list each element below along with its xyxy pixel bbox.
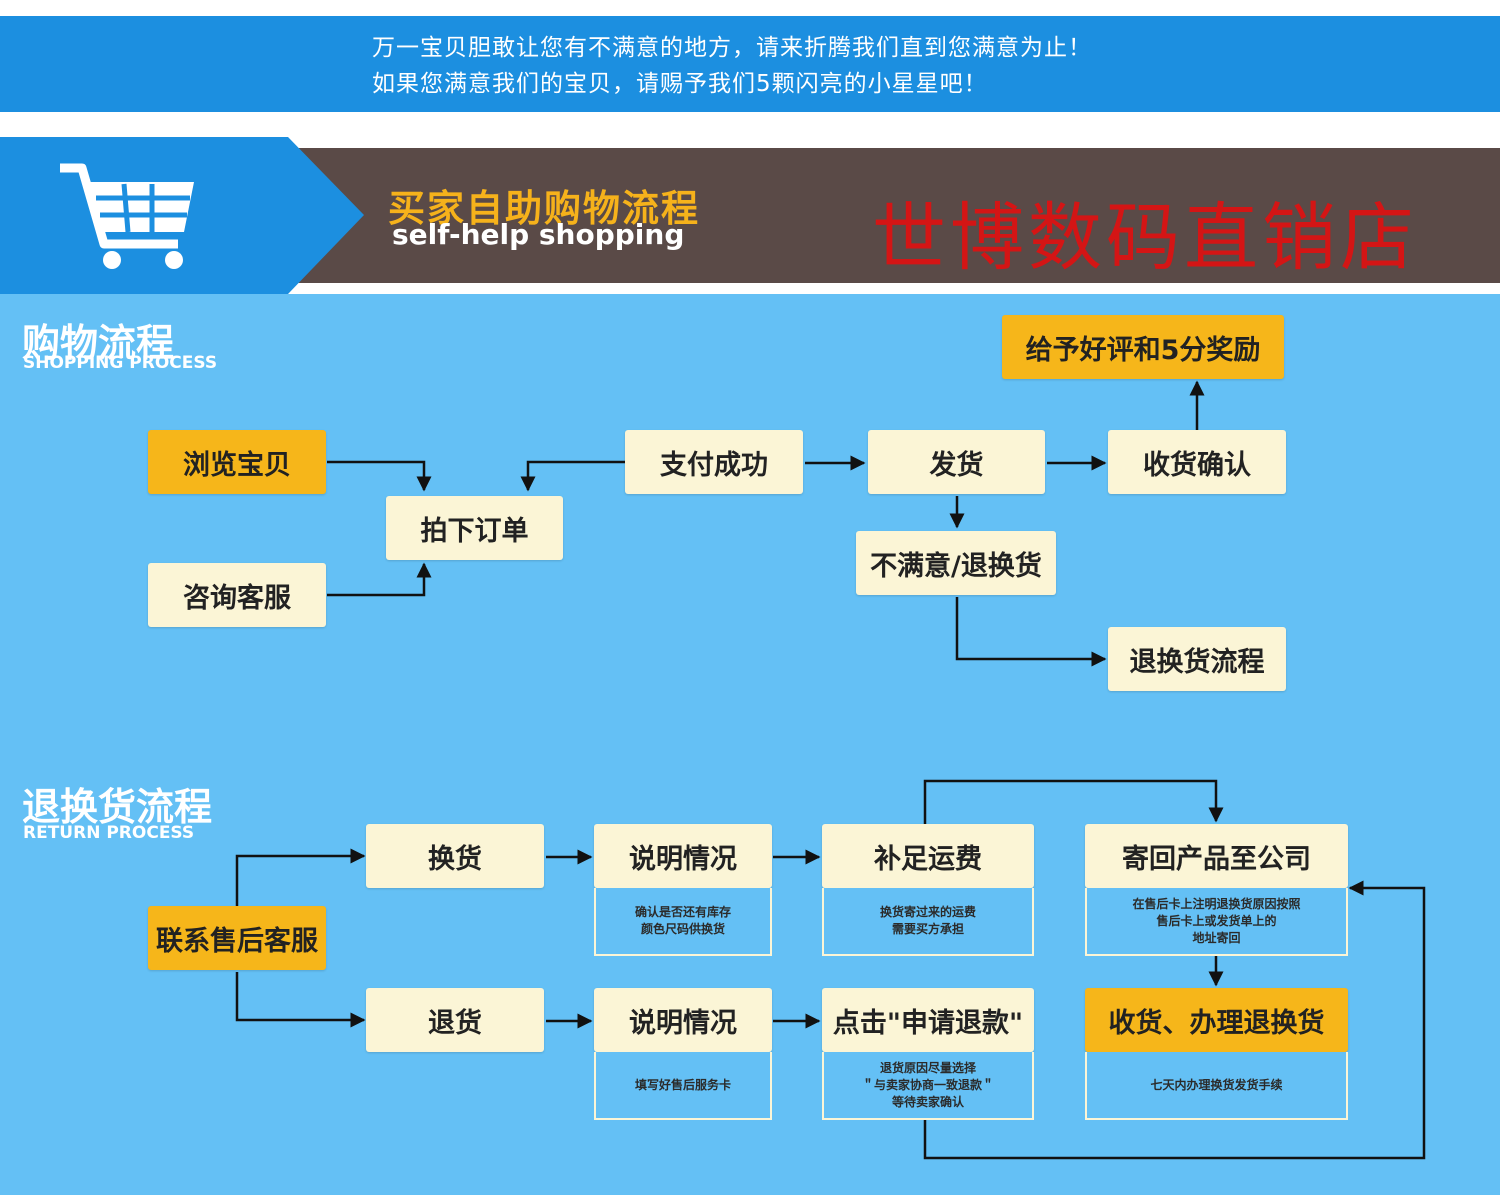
arrow-apply-sendback — [923, 880, 1426, 1160]
notice-bar: 万一宝贝胆敢让您有不满意的地方，请来折腾我们直到您满意为止！ 如果您满意我们的宝… — [0, 16, 1500, 112]
return-process-subtitle: RETURN PROCESS — [23, 823, 195, 843]
shopping-process-subtitle: SHOPPING PROCESS — [23, 353, 218, 373]
note-explain-refund: 填写好售后服务卡 — [594, 1052, 772, 1120]
node-contact-service: 联系售后客服 — [148, 906, 326, 970]
arrow-contact-exchange — [235, 848, 366, 906]
node-refund: 退货 — [366, 988, 544, 1052]
node-receive-process: 收货、办理退换货 — [1085, 988, 1348, 1052]
arrow-contact-refund — [235, 972, 366, 1028]
node-return-flow: 退换货流程 — [1108, 627, 1286, 691]
note-explain-exchange: 确认是否还有库存 颜色尺码供换货 — [594, 888, 772, 956]
arrow-pay-order — [520, 460, 625, 492]
node-explain-exchange: 说明情况 — [594, 824, 772, 888]
node-exchange: 换货 — [366, 824, 544, 888]
shopping-cart-icon — [60, 163, 194, 269]
node-ship: 发货 — [868, 430, 1045, 494]
arrow-browse-order — [327, 460, 432, 492]
notice-line-2: 如果您满意我们的宝贝，请赐予我们5颗闪亮的小星星吧！ — [372, 71, 988, 97]
node-unsatisfied: 不满意/退换货 — [856, 531, 1056, 595]
node-order: 拍下订单 — [386, 496, 563, 560]
notice-line-1: 万一宝贝胆敢让您有不满意的地方，请来折腾我们直到您满意为止！ — [372, 35, 1092, 61]
header-title: 买家自助购物流程 — [388, 187, 700, 230]
note-apply-refund: 退货原因尽量选择 ＂与卖家协商一致退款＂ 等待卖家确认 — [822, 1052, 1034, 1120]
header-subtitle: self-help shopping — [392, 218, 685, 251]
node-browse: 浏览宝贝 — [148, 430, 326, 494]
node-consult: 咨询客服 — [148, 563, 326, 627]
return-process-title: 退换货流程 — [22, 785, 213, 829]
node-apply-refund: 点击"申请退款" — [822, 988, 1034, 1052]
node-send-back: 寄回产品至公司 — [1085, 824, 1348, 888]
note-send-back: 在售后卡上注明退换货原因按照 售后卡上或发货单上的 地址寄回 — [1085, 888, 1348, 956]
node-confirm: 收货确认 — [1108, 430, 1286, 494]
arrow-consult-order — [327, 562, 432, 597]
arrow-fee-sendback — [923, 779, 1224, 824]
node-rate: 给予好评和5分奖励 — [1002, 315, 1284, 379]
node-pay: 支付成功 — [625, 430, 803, 494]
shop-name-watermark: 世博数码直销店 — [872, 195, 1418, 281]
note-shipping-fee: 换货寄过来的运费 需要买方承担 — [822, 888, 1034, 956]
note-receive-process: 七天内办理换货发货手续 — [1085, 1052, 1348, 1120]
arrow-unsatisfied-returnflow — [955, 597, 1107, 667]
node-explain-refund: 说明情况 — [594, 988, 772, 1052]
shopping-process-title: 购物流程 — [22, 321, 175, 365]
node-shipping-fee: 补足运费 — [822, 824, 1034, 888]
